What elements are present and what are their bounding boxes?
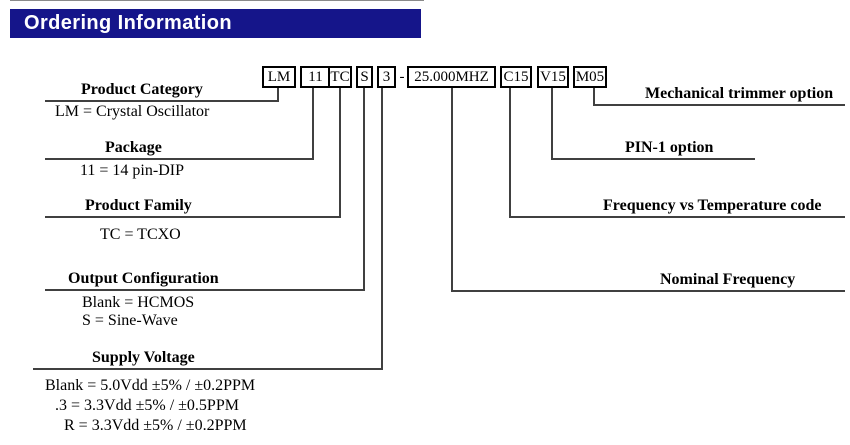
label-supply-voltage: Supply Voltage	[92, 349, 195, 366]
connector-h-freq-temp	[509, 216, 845, 218]
connector-v-output-config	[363, 88, 365, 289]
label-mechanical-trimmer-option: Mechanical trimmer option	[645, 85, 834, 102]
part-code-box-trimmer: M05	[573, 66, 607, 88]
connector-h-package	[45, 158, 314, 160]
connector-v-mech-trimmer	[593, 88, 595, 104]
part-code-box-frequency: 25.000MHZ	[407, 66, 496, 88]
connector-v-product-category	[277, 88, 279, 100]
part-code-box-family: TC	[328, 66, 352, 88]
section-header-bar: Ordering Information	[10, 9, 421, 38]
connector-h-product-category	[45, 100, 279, 102]
value-supply-voltage-0: Blank = 5.0Vdd ±5% / ±0.2PPM	[45, 377, 256, 394]
label-product-category: Product Category	[81, 81, 203, 98]
connector-v-nominal-frequency	[451, 88, 453, 290]
part-code-box-pin1: V15	[537, 66, 569, 88]
label-pin1-option: PIN-1 option	[625, 139, 714, 156]
connector-h-mech-trimmer	[593, 104, 845, 106]
part-code-box-lm: LM	[262, 66, 296, 88]
part-code-box-output: S	[356, 66, 373, 88]
label-frequency-vs-temperature-code: Frequency vs Temperature code	[603, 197, 822, 214]
part-code-box-freq-temp: C15	[500, 66, 532, 88]
part-code-box-supply: 3	[377, 66, 396, 88]
connector-v-package	[312, 88, 314, 158]
top-divider-rule	[10, 0, 424, 1]
label-product-family: Product Family	[85, 197, 192, 214]
connector-v-product-family	[339, 88, 341, 216]
connector-h-pin1	[551, 158, 755, 160]
label-output-configuration: Output Configuration	[68, 270, 219, 287]
section-title: Ordering Information	[24, 12, 232, 34]
connector-v-freq-temp	[509, 88, 511, 216]
connector-v-supply-voltage	[381, 88, 383, 368]
value-output-configuration-0: Blank = HCMOS	[82, 294, 195, 311]
value-package-0: 11 = 14 pin-DIP	[80, 162, 184, 179]
label-package: Package	[105, 139, 162, 156]
label-nominal-frequency: Nominal Frequency	[660, 271, 796, 288]
value-output-configuration-1: S = Sine-Wave	[82, 312, 178, 329]
part-number-separator: -	[399, 69, 405, 85]
value-product-family-0: TC = TCXO	[100, 226, 181, 243]
part-code-box-package: 11	[300, 66, 331, 88]
value-supply-voltage-1: .3 = 3.3Vdd ±5% / ±0.5PPM	[55, 397, 239, 414]
connector-h-supply-voltage	[33, 368, 383, 370]
value-supply-voltage-2: R = 3.3Vdd ±5% / ±0.2PPM	[64, 417, 247, 434]
value-product-category-0: LM = Crystal Oscillator	[55, 103, 210, 120]
connector-h-product-family	[45, 216, 341, 218]
connector-v-pin1	[551, 88, 553, 158]
connector-h-nominal-frequency	[451, 290, 845, 292]
connector-h-output-config	[45, 289, 365, 291]
